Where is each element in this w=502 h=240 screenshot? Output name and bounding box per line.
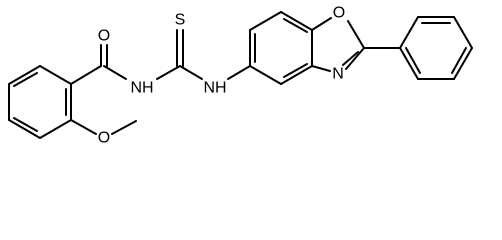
bond — [453, 47, 473, 80]
aromatic-bond — [283, 18, 308, 33]
bond — [249, 65, 282, 85]
amide-nh-label: NH — [130, 80, 153, 97]
carbonyl-oxygen-label: O — [98, 28, 110, 45]
bond — [227, 65, 251, 80]
bond — [39, 65, 72, 85]
bond — [70, 119, 97, 135]
aromatic-bond — [405, 47, 421, 74]
bond — [311, 65, 331, 72]
oxazole-oxygen-label: O — [333, 5, 345, 22]
bond — [8, 65, 41, 85]
molecule-structure: O S NH NH O O N — [8, 5, 473, 147]
bond — [8, 119, 41, 139]
bond — [280, 11, 313, 31]
bond — [103, 65, 127, 80]
aromatic-bond — [13, 72, 38, 87]
bond — [39, 119, 72, 139]
bond — [345, 47, 365, 70]
methoxyphenyl-ring — [8, 65, 72, 139]
aromatic-bond — [13, 117, 38, 132]
methoxy-oxygen-label: O — [98, 130, 110, 147]
bond — [399, 47, 419, 80]
bond — [179, 65, 203, 80]
bond — [156, 65, 181, 80]
phenyl-ring — [399, 16, 473, 80]
bond — [111, 120, 137, 135]
aromatic-bond — [283, 63, 308, 78]
aromatic-bond — [451, 47, 467, 74]
benzoxazole-benzene-ring — [249, 11, 313, 85]
oxazole-nitrogen-label: N — [332, 66, 344, 83]
bond — [70, 65, 102, 85]
bond — [280, 65, 313, 85]
bond — [453, 16, 473, 49]
bond — [249, 11, 282, 31]
bond — [342, 51, 359, 66]
thioamide-nh-label: NH — [203, 80, 226, 97]
bond — [311, 17, 332, 31]
oxazole-ring — [311, 17, 365, 72]
thione-sulfur-label: S — [175, 12, 186, 29]
bond — [399, 16, 419, 49]
bond — [347, 20, 365, 49]
